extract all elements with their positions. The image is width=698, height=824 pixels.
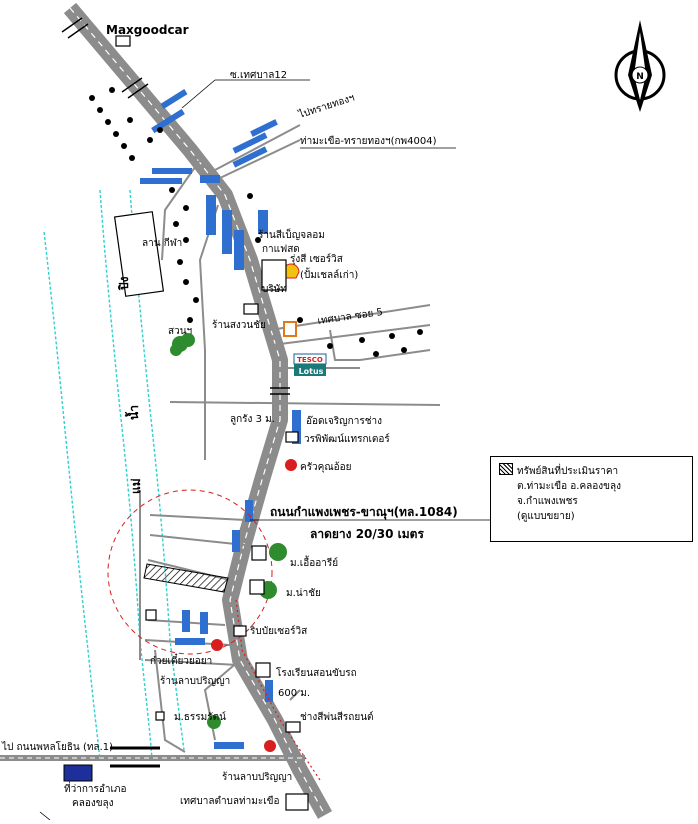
tesco-lotus-sign: TESCO Lotus [293, 353, 327, 376]
label-krua: ครัวคุณอ้อย [300, 461, 352, 473]
label-shop-suan: ร้านสงวนชัย [212, 319, 266, 331]
marker-icon [211, 459, 297, 752]
label-to-phon: ไป ถนนพหลโยธิน (ทล.1) [1, 740, 113, 753]
label-shop-larp-1: ร้านลาบปริญญา [160, 675, 230, 687]
radius-circle [107, 489, 273, 655]
legend-line-1: ต.ท่ามะเขือ อ.คลองขลุง [517, 481, 622, 492]
svg-text:N: N [636, 72, 644, 82]
label-temple-2: ม.น่าชัย [286, 588, 321, 599]
legend-line-3: (ดูแบบขยาย) [517, 511, 575, 522]
label-municipal: เทศบาลตำบลท่ามะเขือ [180, 795, 279, 807]
river [43, 189, 185, 761]
svg-text:Lotus: Lotus [299, 367, 324, 376]
label-temple-3: ม.ธรรมรัตน์ [174, 711, 226, 723]
bridge [110, 746, 160, 768]
label-river-nam: น้ำ [124, 405, 141, 420]
label-maxgoodcar: Maxgoodcar [106, 23, 189, 37]
label-tire: ช่างสีพ่นสีรถยนต์ [300, 711, 374, 723]
label-noodle: ก๋วยเตี๋ยวยอยา [150, 653, 212, 667]
district-office-icon [63, 764, 93, 782]
label-river-mae: แม่ [129, 478, 143, 494]
label-company: บริษัท [262, 284, 287, 295]
label-to-saithong: ไปทรายทองฯ [296, 92, 356, 122]
label-tesaban5: เทศบาล ซอย 5 [317, 307, 384, 327]
label-temple-1: ม.เอื้ออารีย์ [290, 555, 338, 569]
side-roads [139, 124, 441, 753]
legend-hatch-swatch [499, 463, 513, 475]
label-tesaban12: ซ.เทศบาล12 [230, 70, 287, 81]
shell-station-building [261, 259, 287, 291]
distance-line [235, 599, 321, 781]
label-dist-600: 600 ม. [278, 688, 310, 699]
legend-title: ทรัพย์สินที่ประเมินราคา [517, 466, 619, 477]
label-shop-larp-2: ร้านลาบปริญญา [222, 771, 292, 783]
house-dots [89, 87, 423, 357]
north-arrow-icon: N [614, 20, 666, 112]
map-labels: Maxgoodcar ซ.เทศบาล12 ไปทรายทองฯ ท่ามะเข… [1, 23, 490, 821]
main-road [63, 2, 332, 819]
label-worapat: วรพิพัฒน์แทรกเตอร์ [304, 433, 390, 445]
label-district-1: ที่ว่าการอำเภอ [64, 781, 127, 795]
label-road4004: ท่ามะเขือ-ทรายทองฯ(กพ4004) [300, 135, 437, 147]
svg-text:TESCO: TESCO [297, 356, 323, 364]
label-shell: (ปั้มเชลล์เก่า) [300, 267, 358, 281]
label-rungsi: รุ่งสี เซอร์วิส [290, 253, 343, 265]
label-lukrang: ลูกรัง 3 ม. [230, 414, 275, 425]
north-tick-marks [61, 17, 290, 395]
label-school: โรงเรียนสอนขับรถ [276, 666, 357, 679]
label-field: ลาน กีฬา [142, 237, 182, 249]
label-shop-1: ร้านสีเบ็ญจลอม [258, 227, 325, 241]
label-main-road-width: ลาดยาง 20/30 เมตร [310, 527, 424, 541]
property-parcel [143, 563, 229, 593]
legend-box: ทรัพย์สินที่ประเมินราคา ต.ท่ามะเขือ อ.คล… [490, 456, 693, 542]
label-river-ping: ปิง [117, 276, 131, 290]
legend-line-2: จ.กำแพงเพชร [517, 496, 578, 507]
label-cafe: กาแฟสด [262, 244, 300, 255]
label-atchara: อ๊อดเจริญการช่าง [306, 415, 382, 427]
label-main-road: ถนนกำแพงเพชร-ขาณุฯ(ทล.1084) [270, 505, 458, 520]
sports-field [113, 211, 165, 297]
building-icon [115, 35, 309, 811]
label-district-2: คลองขลุง [72, 798, 114, 809]
seven-eleven-icon [283, 321, 297, 337]
label-park: สวนฯ [168, 326, 192, 337]
label-ribbon: ริบบัยเซอร์วิส [249, 625, 307, 637]
